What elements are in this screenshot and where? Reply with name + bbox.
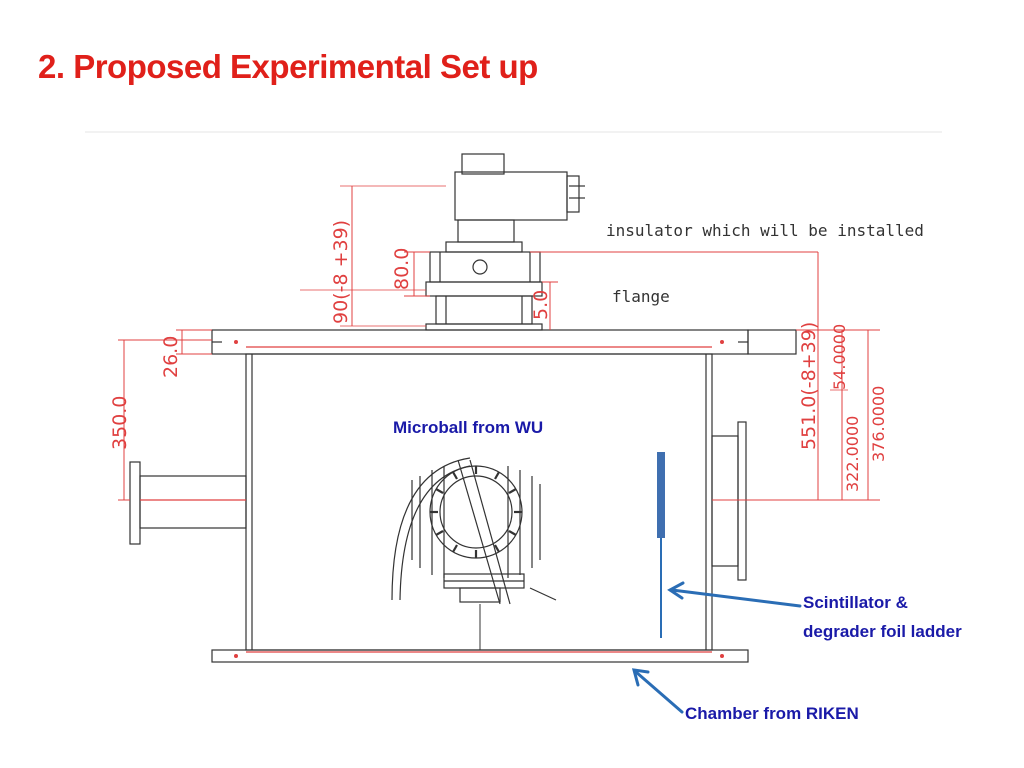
microball-label: Microball from WU [393,418,544,437]
microball-detector-inset [386,452,557,605]
dim-90-label: 90(-8 +39) [330,220,352,324]
flange-annotation: flange [612,287,670,306]
right-top-box [747,329,797,355]
dim-26-label: 26.0 [160,336,182,378]
top-flange-plate [211,329,749,355]
dim-80-label: 80.0 [391,248,413,290]
dim-376-label: 376.0000 [869,386,888,462]
chamber-label: Chamber from RIKEN [685,704,859,723]
dim-54-label: 54.0000 [830,324,849,390]
dim-350-label: 350.0 [109,396,131,450]
dim-322-label: 322.0000 [843,416,862,492]
slide-title: 2. Proposed Experimental Set up [38,48,538,85]
dim-5-label: 5.0 [530,290,552,320]
scintillator-label-line1: Scintillator & [803,593,908,612]
scintillator-label: Scintillator & degrader foil ladder [803,588,962,646]
scintillator-bar [657,452,665,538]
insulator-annotation: insulator which will be installed [606,221,924,240]
scintillator-label-line2: degrader foil ladder [803,622,962,641]
right-port [711,421,747,581]
dimension-lines [118,185,880,501]
scintillator-arrow [667,581,802,608]
dim-551-label: 551.0(-8+39) [798,322,820,450]
chamber-arrow [631,668,684,714]
top-valve-assembly [425,153,585,331]
left-port [129,461,247,545]
